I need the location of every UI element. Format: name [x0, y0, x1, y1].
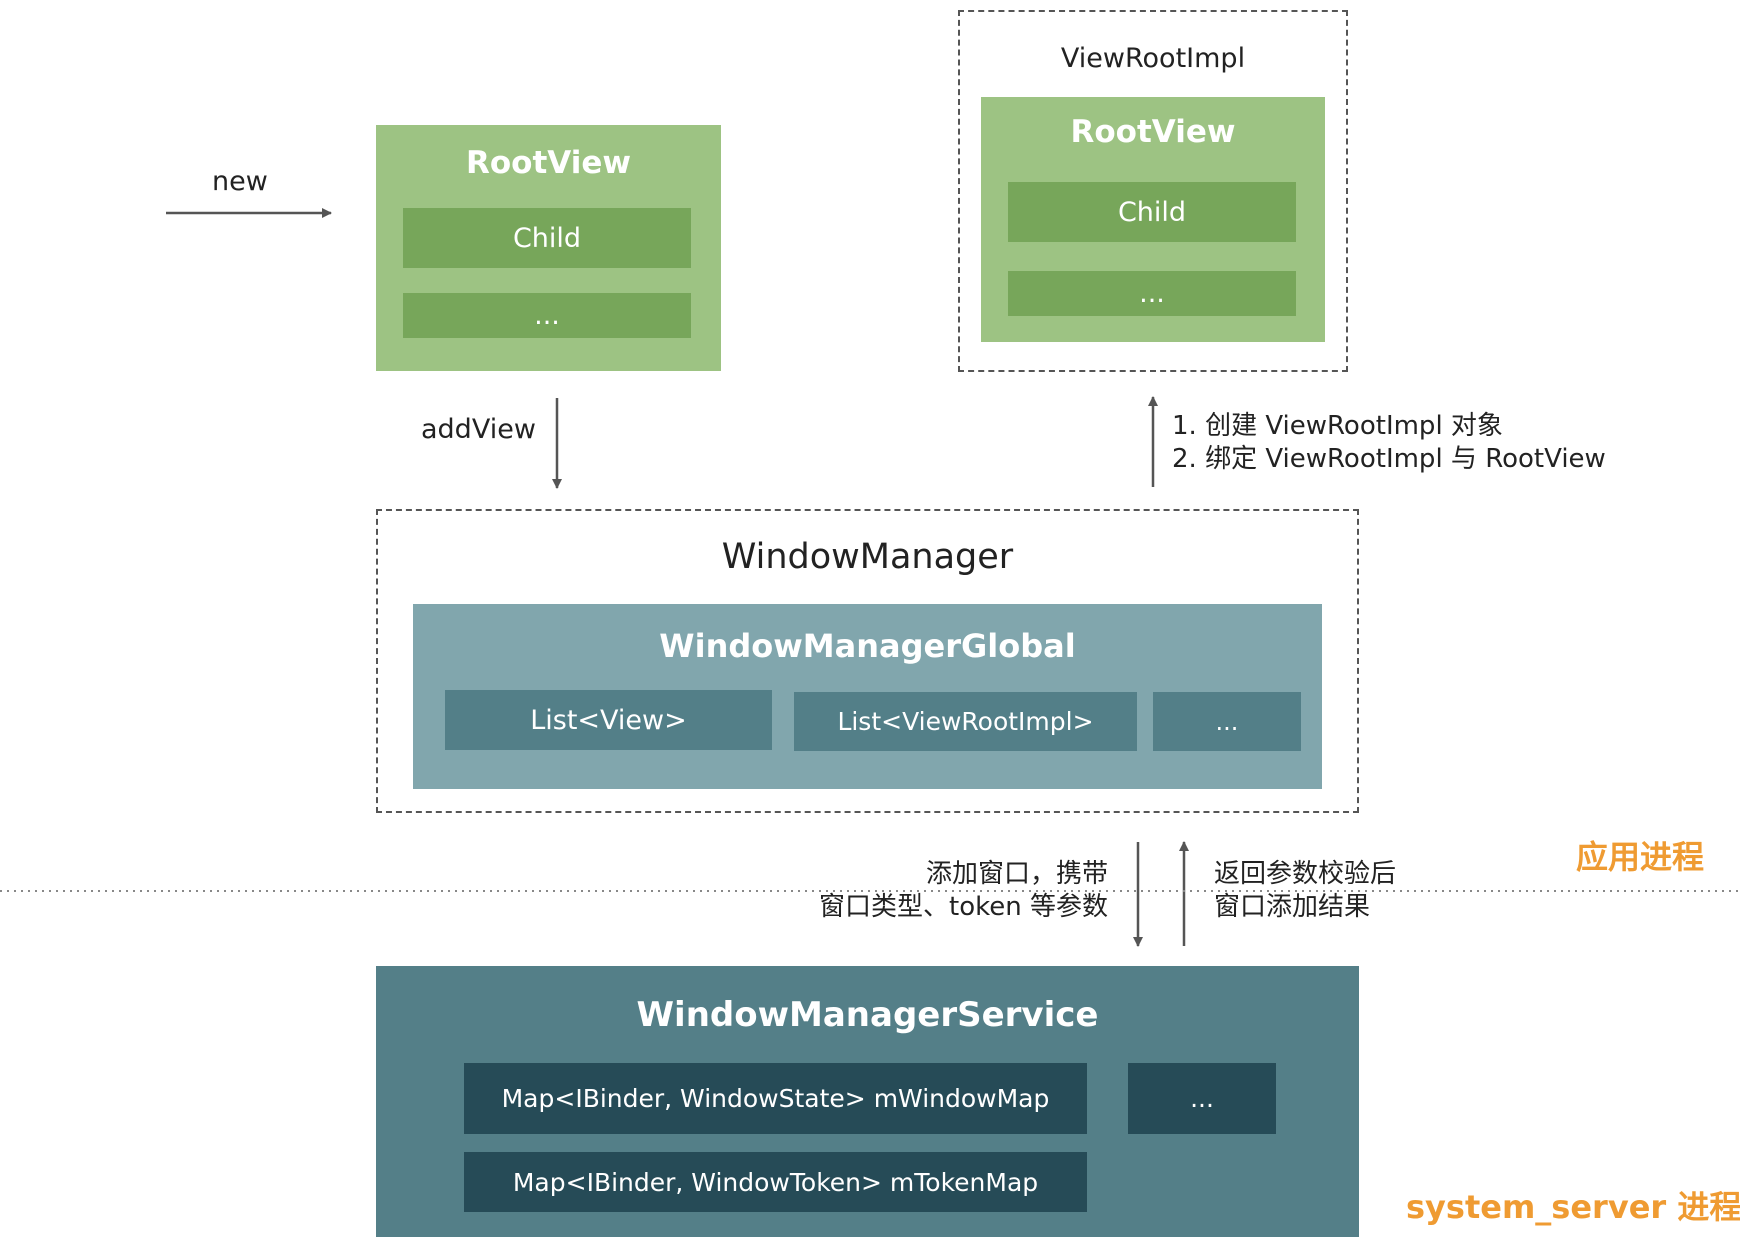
windowmanagerservice-box: WindowManagerService Map<IBinder, Window…: [376, 966, 1359, 1237]
create-notes: 1. 创建 ViewRootImpl 对象 2. 绑定 ViewRootImpl…: [1172, 410, 1606, 476]
list-viewrootimpl-item: List<ViewRootImpl>: [794, 692, 1137, 751]
response-notes: 返回参数校验后 窗口添加结果: [1214, 858, 1396, 924]
rootview-child: Child: [403, 208, 691, 268]
create-note-line1: 1. 创建 ViewRootImpl 对象: [1172, 411, 1503, 441]
viewrootimpl-title: ViewRootImpl: [1060, 42, 1246, 74]
rootview-more: ...: [403, 293, 691, 338]
windowmanagerglobal-title: WindowManagerGlobal: [659, 627, 1076, 665]
wms-more-item: ...: [1128, 1063, 1276, 1134]
request-notes: 添加窗口，携带 窗口类型、token 等参数: [800, 858, 1108, 924]
windowmanagerservice-title: WindowManagerService: [636, 995, 1099, 1035]
addview-label: addView: [421, 414, 536, 445]
windowmanagerglobal-box: WindowManagerGlobal List<View> List<View…: [413, 604, 1322, 789]
wmg-more-item: ...: [1153, 692, 1301, 751]
windowmanager-title: WindowManager: [721, 537, 1014, 577]
token-map-item: Map<IBinder, WindowToken> mTokenMap: [464, 1152, 1087, 1212]
viewrootimpl-rootview-child: Child: [1008, 182, 1296, 242]
viewrootimpl-box: ViewRootImpl RootView Child ...: [958, 10, 1348, 372]
viewrootimpl-rootview-box: RootView Child ...: [981, 97, 1325, 342]
app-process-label: 应用进程: [1576, 838, 1705, 876]
rootview-box: RootView Child ...: [376, 125, 721, 371]
new-label: new: [212, 166, 268, 197]
create-note-line2: 2. 绑定 ViewRootImpl 与 RootView: [1172, 444, 1606, 474]
list-view-item: List<View>: [445, 690, 772, 750]
viewrootimpl-rootview-more: ...: [1008, 271, 1296, 316]
system-server-process-label: system_server 进程: [1406, 1188, 1740, 1226]
viewrootimpl-rootview-title: RootView: [1070, 114, 1236, 150]
request-note-line1: 添加窗口，携带: [925, 859, 1108, 889]
response-note-line2: 窗口添加结果: [1214, 892, 1371, 922]
windowmanager-box: WindowManager WindowManagerGlobal List<V…: [376, 509, 1359, 813]
request-note-line2: 窗口类型、token 等参数: [819, 892, 1108, 922]
rootview-title: RootView: [465, 145, 632, 181]
response-note-line1: 返回参数校验后: [1214, 859, 1397, 889]
window-map-item: Map<IBinder, WindowState> mWindowMap: [464, 1063, 1087, 1134]
